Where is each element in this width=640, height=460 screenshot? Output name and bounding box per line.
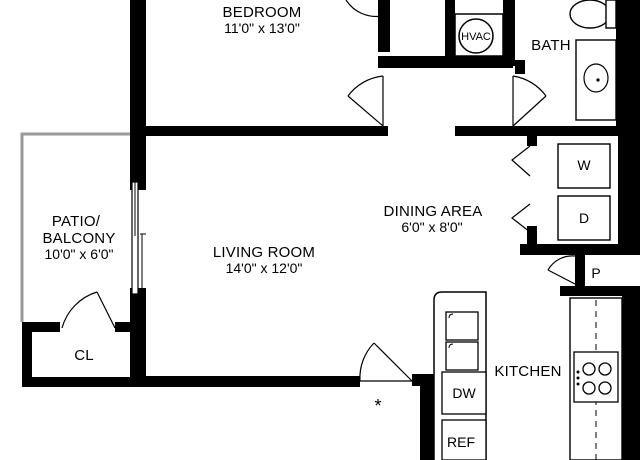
washer-label: W xyxy=(577,157,591,173)
dishwasher-label: DW xyxy=(452,385,476,401)
doors xyxy=(61,0,576,382)
closet-name: CL xyxy=(74,347,94,364)
kitchen-counter: DW REF xyxy=(433,291,487,460)
refrigerator-label: REF xyxy=(447,434,475,450)
bath-name: BATH xyxy=(531,37,571,54)
hvac-label: HVAC xyxy=(461,31,491,43)
laundry-closet: W D xyxy=(557,143,611,241)
patio-name-line2: BALCONY xyxy=(42,230,115,247)
entry-marker: * xyxy=(374,396,381,416)
dining-area-name: DINING AREA xyxy=(384,203,483,220)
toilet-icon xyxy=(569,0,617,29)
dining-area-dims: 6'0" x 8'0" xyxy=(401,219,462,235)
stove-icon xyxy=(573,351,619,403)
walls xyxy=(22,0,640,460)
patio-railing xyxy=(20,132,146,322)
patio-dims: 10'0" x 6'0" xyxy=(45,246,114,262)
dryer-label: D xyxy=(579,210,589,226)
sink-icon xyxy=(575,39,617,121)
living-room-dims: 14'0" x 12'0" xyxy=(226,260,303,276)
patio-name-line1: PATIO/ xyxy=(52,213,101,230)
bedroom-name: BEDROOM xyxy=(223,4,302,21)
kitchen-name: KITCHEN xyxy=(494,363,561,380)
hvac-unit: HVAC xyxy=(454,13,504,57)
pantry-label: P xyxy=(591,265,600,281)
living-room-name: LIVING ROOM xyxy=(213,244,315,261)
bedroom-dims: 11'0" x 13'0" xyxy=(224,20,300,36)
